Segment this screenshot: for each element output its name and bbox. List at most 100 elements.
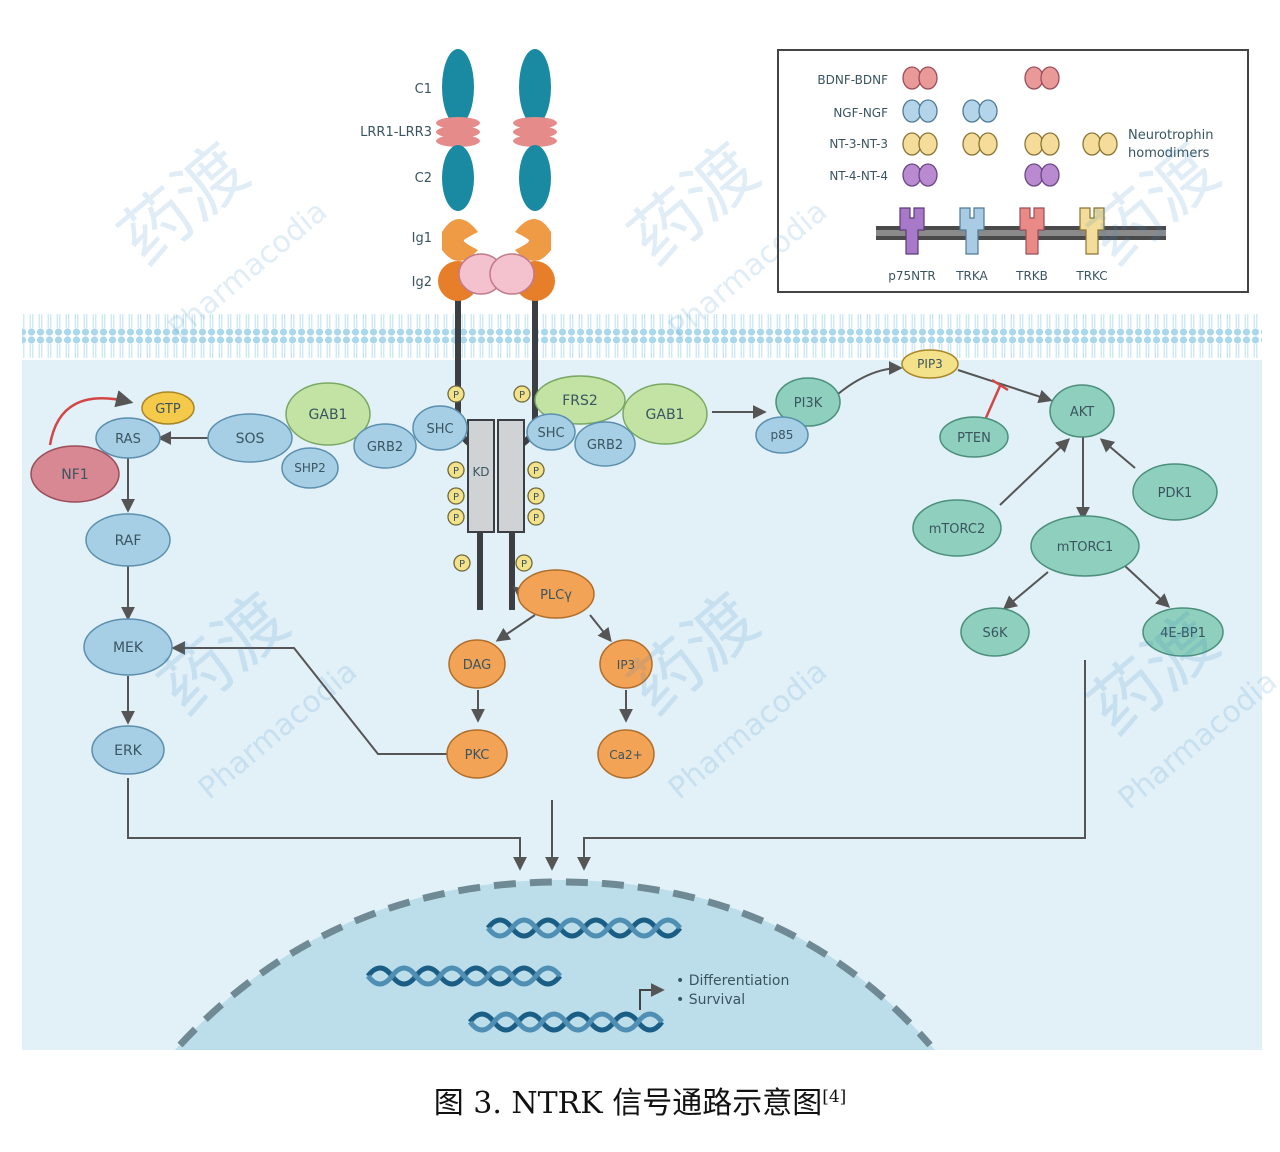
svg-text:GTP: GTP	[155, 402, 181, 417]
svg-text:P: P	[521, 559, 527, 570]
gab1-left-node: GAB1	[285, 382, 371, 446]
svg-text:P: P	[459, 559, 465, 570]
figure-caption: 图 3. NTRK 信号通路示意图[4]	[0, 1078, 1280, 1122]
pi3k-pathway-arrows	[712, 361, 1171, 610]
gab1-right-node: GAB1	[622, 383, 708, 445]
gtp-node: GTP	[141, 391, 195, 425]
svg-text:PIP3: PIP3	[917, 357, 943, 371]
transcription-arrow	[639, 983, 665, 1010]
c2-domain	[442, 145, 474, 211]
svg-text:P: P	[533, 492, 539, 503]
legend-nt3-label: NT-3-NT-3	[829, 137, 888, 151]
outcome-survival: • Survival	[676, 992, 745, 1008]
svg-text:p85: p85	[771, 428, 794, 442]
svg-text:Ca2+: Ca2+	[609, 748, 642, 762]
svg-text:PLCγ: PLCγ	[540, 588, 572, 603]
svg-text:MEK: MEK	[113, 640, 144, 656]
svg-text:IP3: IP3	[617, 658, 635, 672]
shc-right-node: SHC	[526, 413, 576, 451]
svg-text:mTORC2: mTORC2	[929, 522, 986, 537]
p75ntr-receptor-icon	[899, 207, 925, 255]
raf-node: RAF	[85, 513, 171, 567]
akt-node: AKT	[1049, 384, 1115, 438]
kinase-domain-left	[467, 419, 495, 533]
pip3-node: PIP3	[901, 349, 959, 379]
kinase-domain-right	[497, 419, 525, 533]
svg-text:P: P	[453, 492, 459, 503]
ip3-node: IP3	[599, 639, 653, 689]
ras-pathway-arrows	[121, 431, 450, 755]
c2-label: C2	[415, 171, 432, 186]
4ebp1-node: 4E-BP1	[1142, 607, 1224, 657]
nuclear-signal-arrows	[127, 660, 1086, 871]
trkb-receptor-icon	[1019, 207, 1045, 255]
shp2-node: SHP2	[281, 447, 339, 489]
phospho-labels: P P P P P P P P P P	[453, 390, 539, 570]
svg-text:RAF: RAF	[115, 533, 142, 549]
s6k-node: S6K	[960, 607, 1030, 657]
svg-text:P: P	[453, 390, 459, 401]
neurotrophin-dimer	[458, 253, 535, 295]
c1-domain	[442, 49, 474, 125]
svg-text:FRS2: FRS2	[562, 393, 598, 409]
pkc-node: PKC	[446, 729, 508, 779]
legend-nt4-label: NT-4-NT-4	[829, 169, 888, 183]
svg-text:4E-BP1: 4E-BP1	[1160, 626, 1206, 641]
nucleus	[175, 878, 935, 1050]
legend-note-line1: Neurotrophin	[1128, 128, 1213, 143]
erk-node: ERK	[91, 725, 165, 775]
ras-node: RAS	[95, 417, 161, 459]
svg-text:DAG: DAG	[463, 658, 492, 673]
frs2-node: FRS2	[534, 375, 626, 425]
svg-text:P: P	[453, 466, 459, 477]
legend-note-line2: homodimers	[1128, 146, 1210, 161]
legend-box: BDNF-BDNF NGF-NGF NT-3-NT-3 NT-4-NT-4 Ne…	[777, 49, 1249, 293]
svg-text:PKC: PKC	[465, 748, 490, 763]
svg-text:SHC: SHC	[426, 422, 453, 437]
outcome-differentiation: • Differentiation	[676, 973, 789, 989]
ig2-label: Ig2	[412, 275, 432, 290]
nt4-dimer-icon	[902, 163, 1060, 187]
svg-text:SHC: SHC	[537, 426, 564, 441]
kd-label: KD	[472, 465, 489, 479]
dag-node: DAG	[448, 639, 506, 689]
nf1-gtp-arrow	[48, 390, 134, 446]
trkc-receptor-icon	[1079, 207, 1105, 255]
svg-text:SOS: SOS	[236, 431, 265, 447]
svg-text:SHP2: SHP2	[294, 461, 326, 475]
svg-text:GRB2: GRB2	[367, 440, 403, 455]
ig1-label: Ig1	[412, 231, 432, 246]
dna-helix	[366, 965, 562, 987]
legend-ngf-label: NGF-NGF	[833, 106, 888, 120]
ig1-domain	[442, 219, 478, 261]
nt3-dimer-icon	[902, 132, 1118, 156]
p75ntr-label: p75NTR	[888, 269, 936, 283]
svg-text:P: P	[533, 466, 539, 477]
caption-reference: [4]	[822, 1087, 847, 1107]
mek-node: MEK	[83, 618, 173, 676]
grb2-right-node: GRB2	[574, 421, 636, 467]
mtorc1-node: mTORC1	[1030, 515, 1140, 577]
svg-text:GAB1: GAB1	[646, 407, 685, 423]
dna-helix	[486, 917, 682, 939]
trka-receptor-icon	[959, 207, 985, 255]
calcium-node: Ca2+	[597, 729, 655, 779]
p85-node: p85	[755, 416, 809, 454]
nf1-node: NF1	[30, 445, 120, 503]
grb2-left-node: GRB2	[353, 423, 417, 469]
caption-text: 图 3. NTRK 信号通路示意图	[433, 1086, 823, 1121]
sos-node: SOS	[207, 413, 293, 463]
pten-node: PTEN	[939, 416, 1009, 458]
pten-inhibition	[983, 378, 1009, 421]
legend-bdnf-label: BDNF-BDNF	[817, 73, 888, 87]
svg-text:P: P	[453, 513, 459, 524]
svg-text:PI3K: PI3K	[794, 396, 823, 411]
bdnf-dimer-icon	[902, 66, 1060, 90]
cell-membrane	[22, 312, 1262, 362]
svg-text:GRB2: GRB2	[587, 438, 623, 453]
svg-text:S6K: S6K	[982, 626, 1008, 641]
lrr-label: LRR1-LRR3	[360, 125, 432, 140]
trkc-label: TRKC	[1075, 269, 1107, 283]
svg-text:ERK: ERK	[114, 743, 143, 759]
